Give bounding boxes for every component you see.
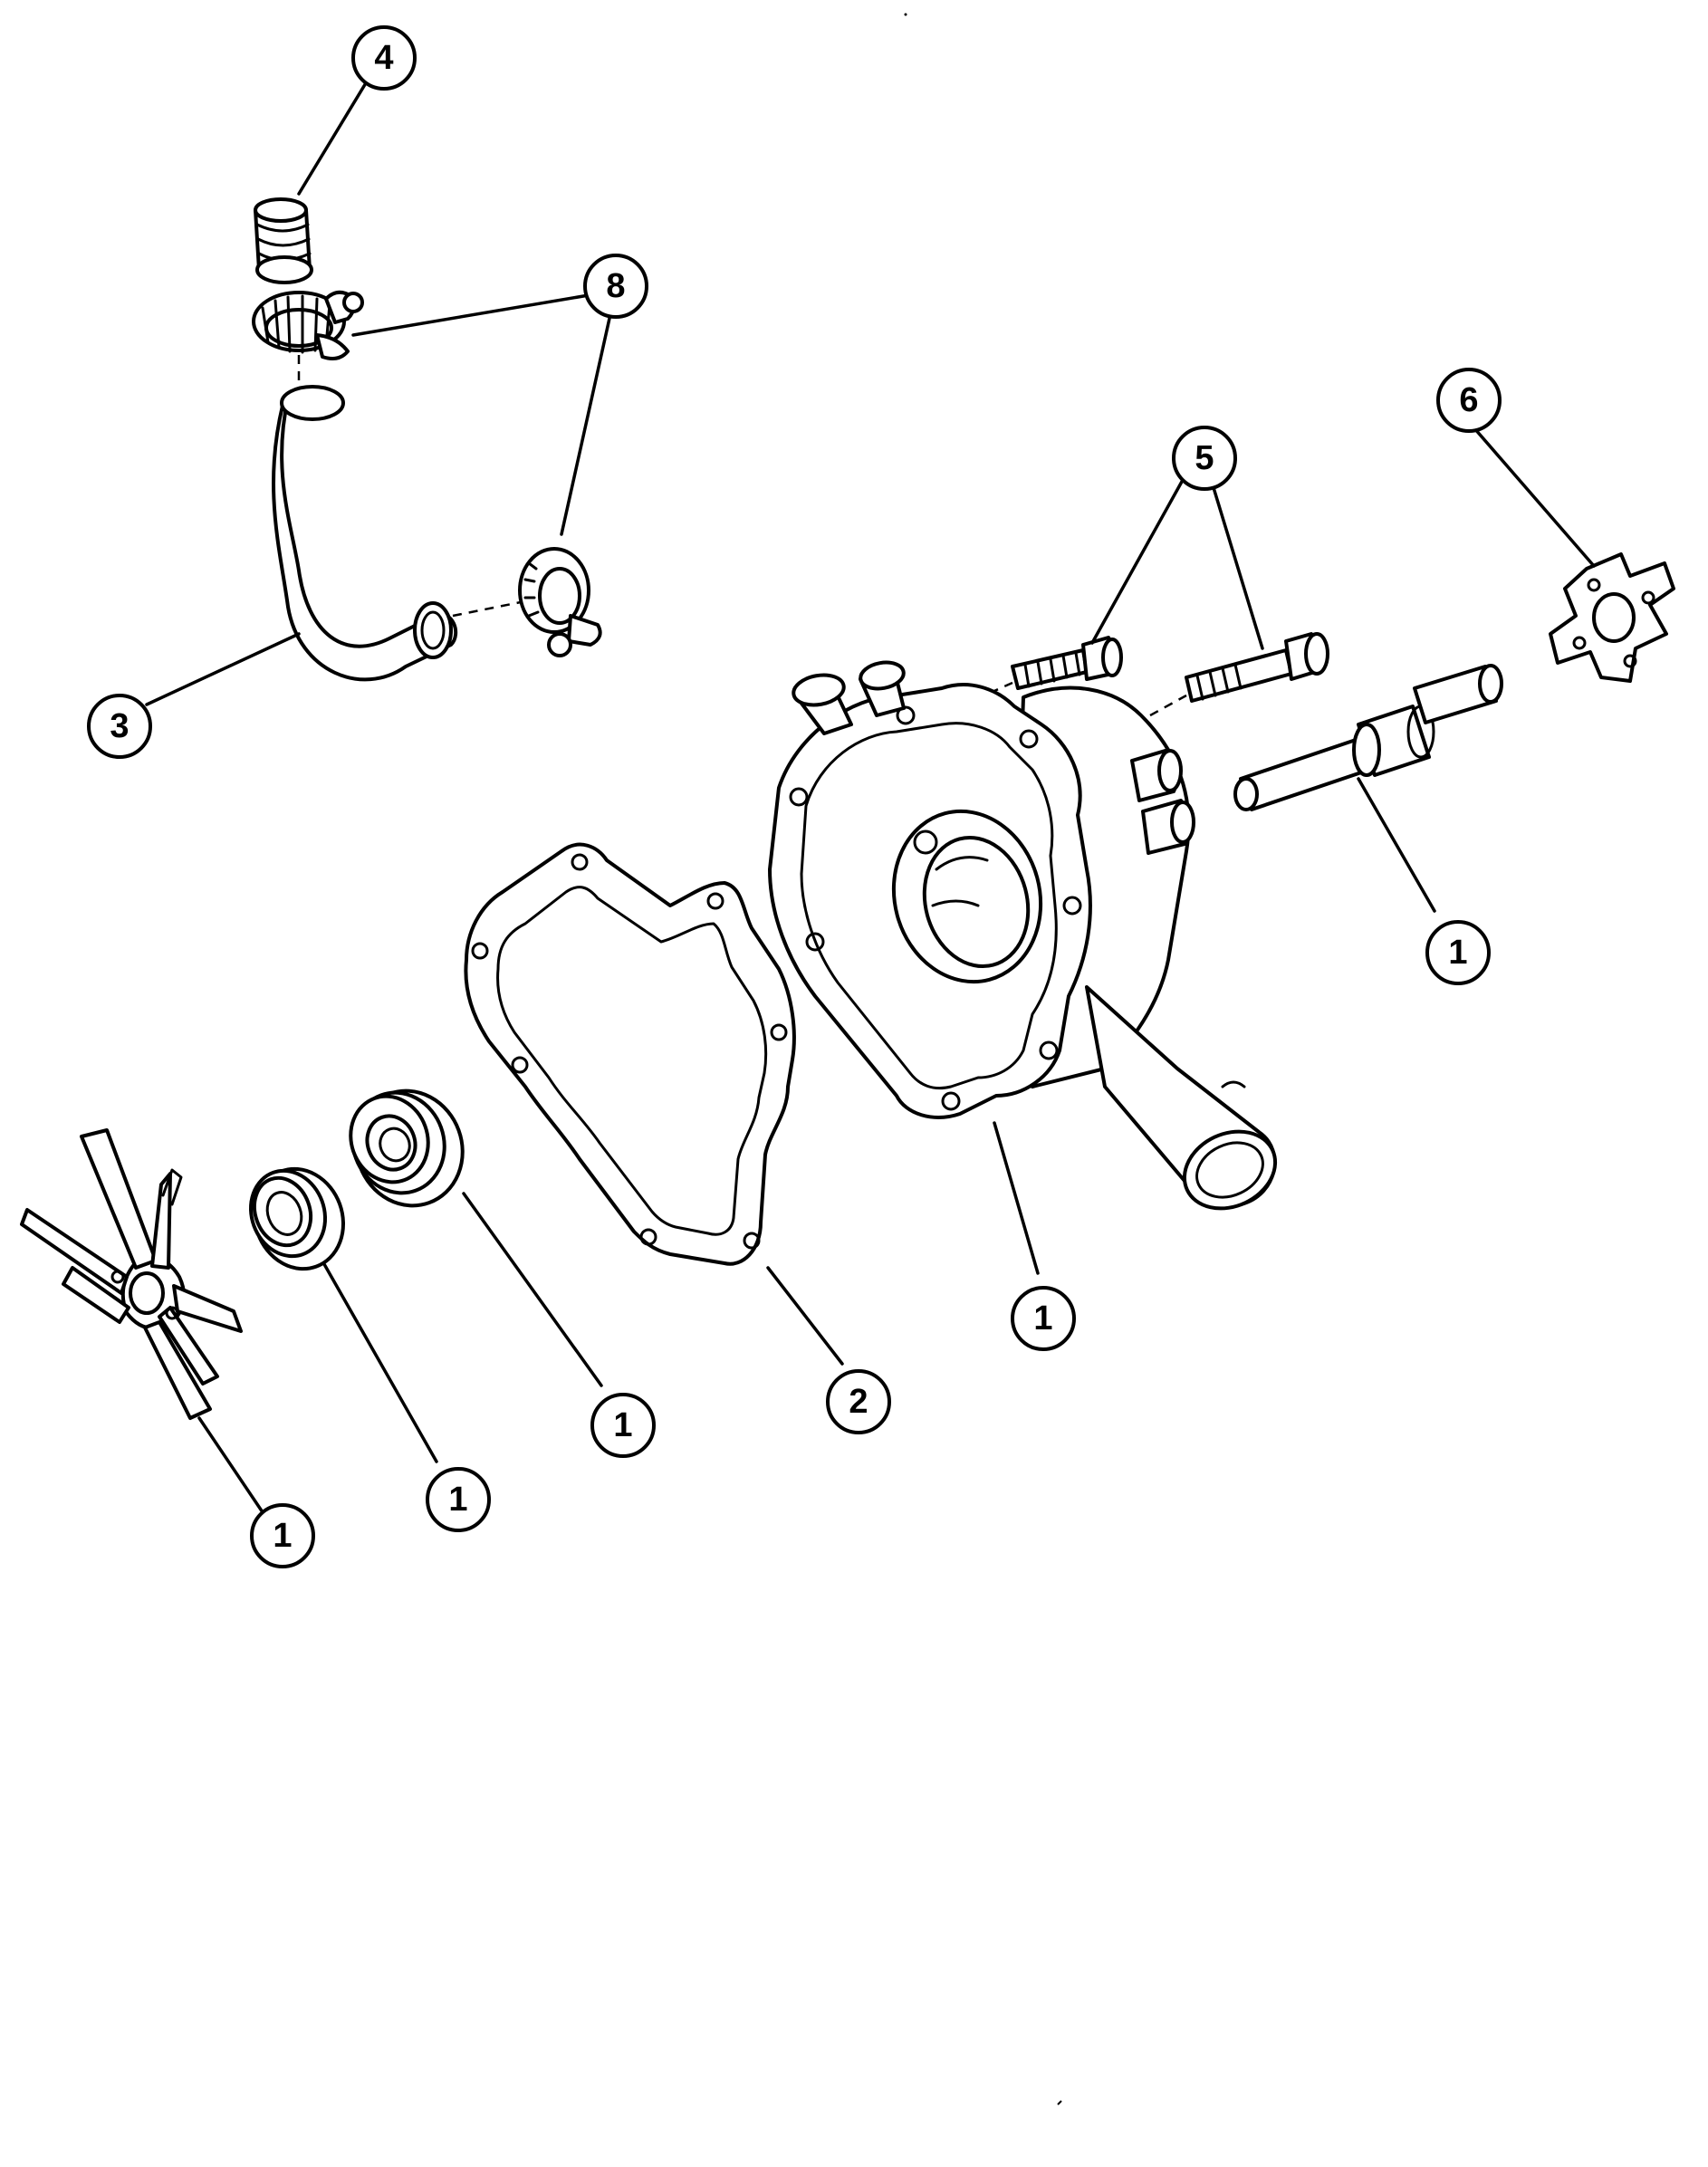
speck	[904, 13, 907, 16]
callout-5-label: 5	[1195, 439, 1214, 477]
callout-1-shaft: 1	[1425, 920, 1491, 985]
gasket	[464, 842, 796, 1266]
callout-1-shaft-label: 1	[1448, 934, 1467, 972]
callout-6: 6	[1436, 368, 1502, 433]
spider-coupling	[1549, 552, 1675, 683]
pump-shaft	[1233, 664, 1503, 811]
callout-2: 2	[826, 1369, 891, 1434]
callout-1-pulley-small-label: 1	[448, 1481, 467, 1519]
bolt-right	[1185, 632, 1329, 703]
callout-1-impeller-label: 1	[273, 1517, 292, 1555]
bolt-left	[1011, 636, 1123, 690]
pulley-small	[248, 1166, 346, 1271]
pulley-large	[349, 1088, 465, 1208]
callout-2-label: 2	[849, 1383, 868, 1421]
callout-1-housing-label: 1	[1033, 1299, 1052, 1338]
callout-1-pulley-large: 1	[590, 1393, 656, 1458]
callout-3-label: 3	[110, 707, 129, 745]
callout-3: 3	[87, 694, 152, 759]
callout-1-housing: 1	[1011, 1286, 1076, 1351]
leader-lines	[145, 80, 1596, 1514]
pump-housing	[768, 660, 1278, 1211]
callout-1-pulley-small: 1	[426, 1467, 491, 1532]
speck	[1057, 2100, 1062, 2105]
callout-1-impeller: 1	[250, 1503, 315, 1568]
callout-5: 5	[1172, 426, 1237, 491]
callout-6-label: 6	[1459, 381, 1478, 419]
fitting-nipple	[254, 197, 313, 284]
callout-4-label: 4	[374, 39, 393, 77]
hose-clamp-upper	[252, 290, 364, 360]
callout-8: 8	[583, 254, 648, 319]
callout-1-pulley-large-label: 1	[613, 1406, 632, 1444]
callout-4: 4	[351, 25, 417, 91]
hose-clamp-lower	[518, 547, 602, 657]
impeller	[20, 1128, 243, 1420]
callout-8-label: 8	[606, 267, 625, 305]
coolant-hose	[272, 385, 458, 682]
